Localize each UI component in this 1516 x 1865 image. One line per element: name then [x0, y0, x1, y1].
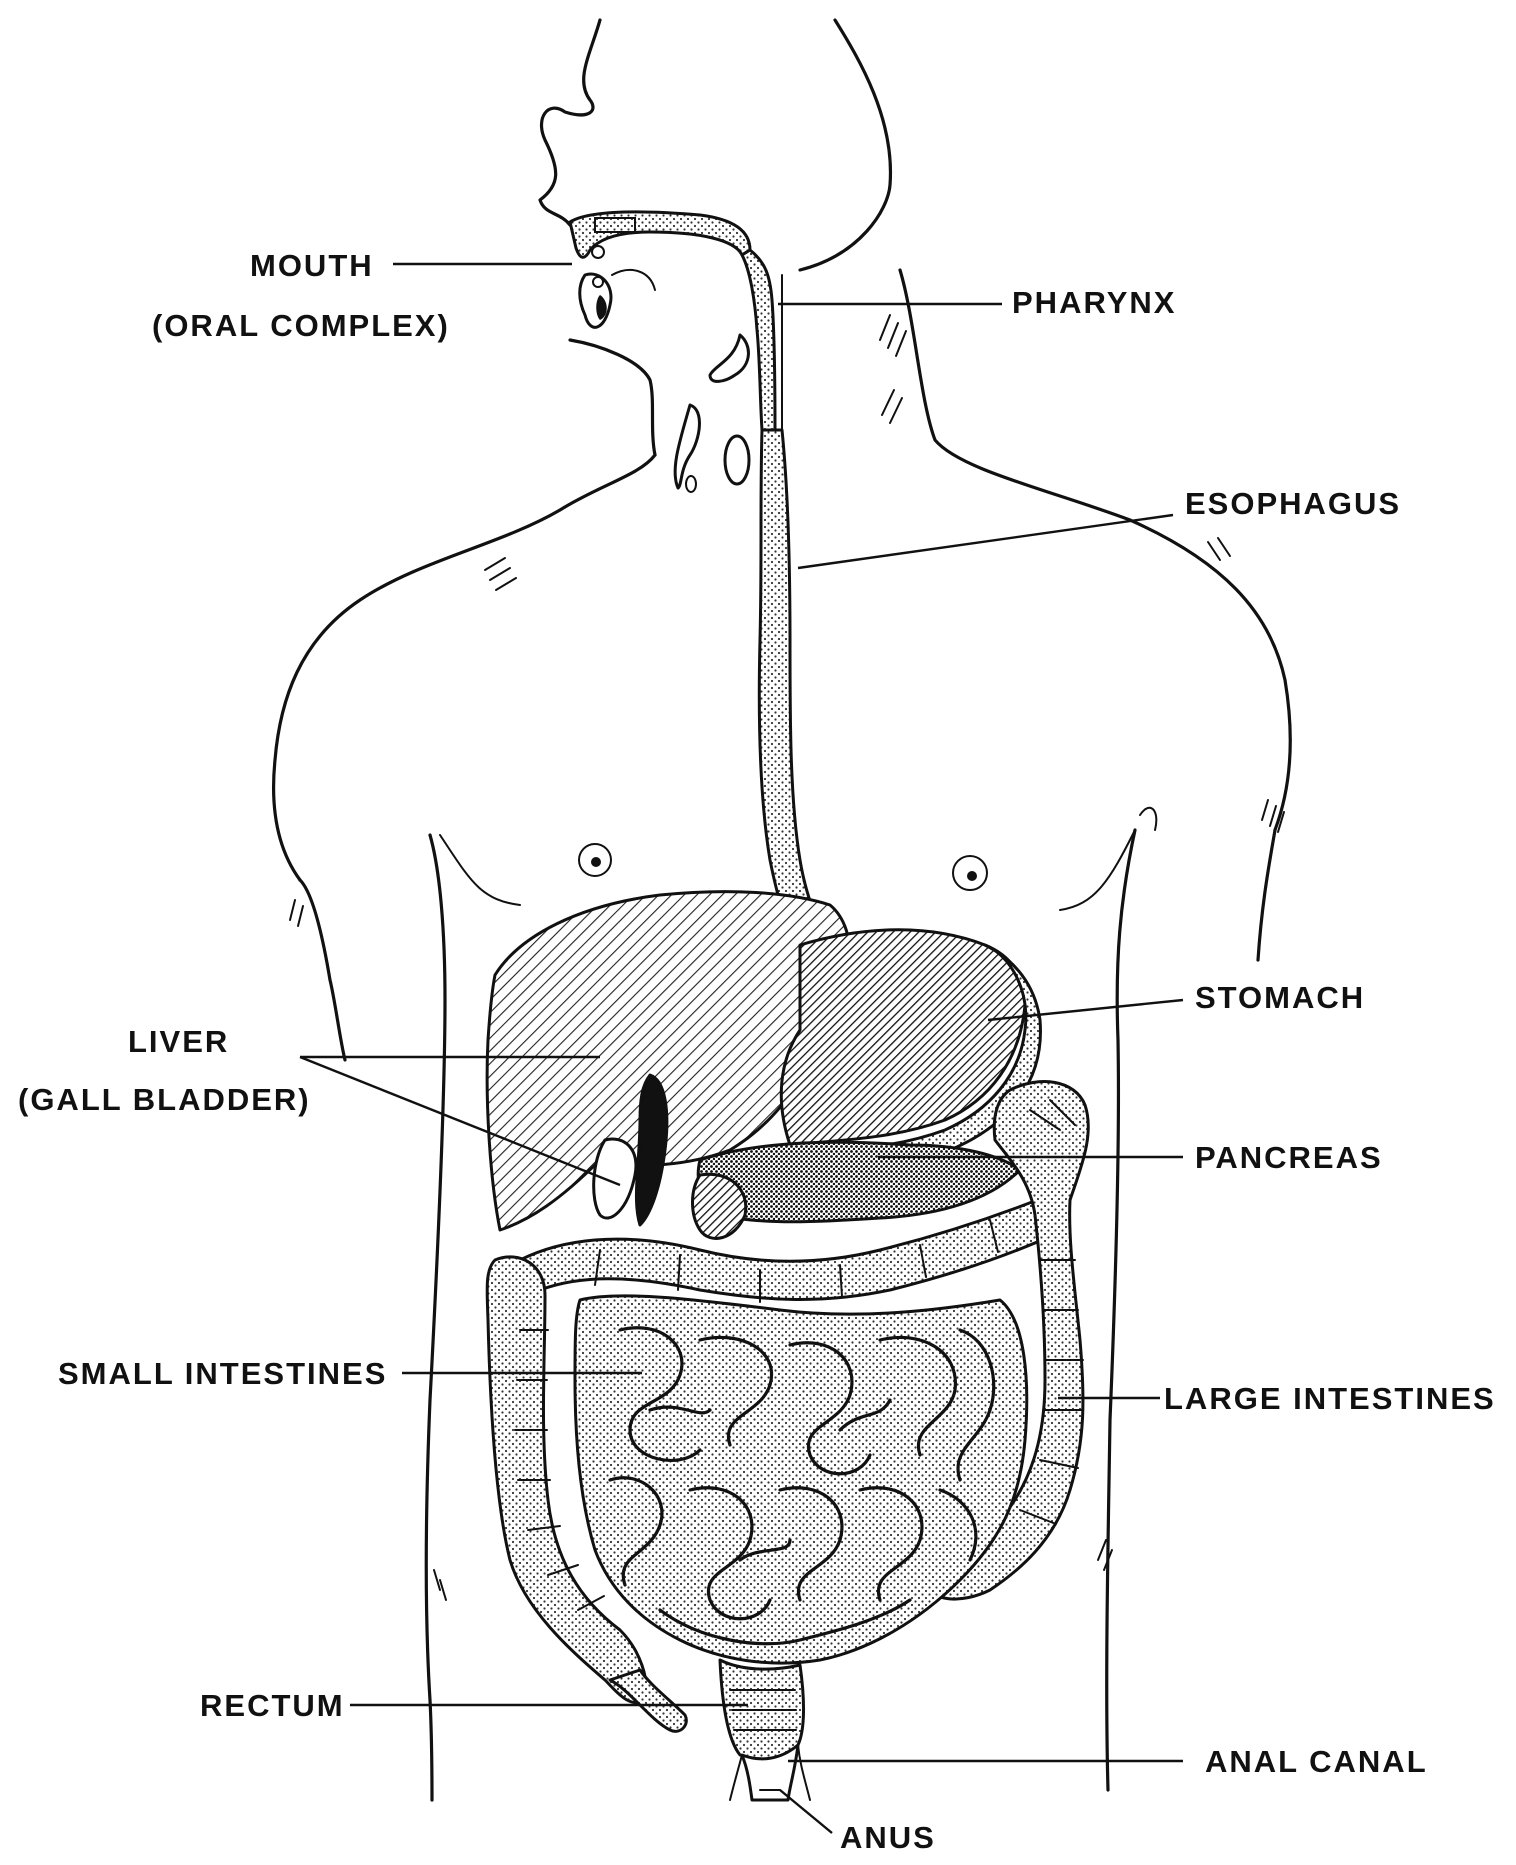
- left-arm-line: [298, 878, 347, 1062]
- mouth-label: MOUTH: [250, 248, 374, 283]
- mouth-sublabel: (ORAL COMPLEX): [152, 308, 450, 343]
- pharynx-label: PHARYNX: [1012, 285, 1176, 320]
- gall-bladder-organ: [592, 1073, 748, 1240]
- skin-shading: [289, 314, 1285, 1601]
- large-intestines-organ: [485, 1080, 1090, 1733]
- right-nipple: [952, 855, 988, 891]
- jaw-line: [568, 338, 657, 457]
- stomach-organ: [779, 928, 1042, 1177]
- left-shoulder: [271, 453, 657, 882]
- stomach-label: STOMACH: [1195, 980, 1365, 1015]
- rectum-label: RECTUM: [200, 1688, 345, 1723]
- small-intestines-organ: [573, 1294, 1029, 1665]
- esophagus-label: ESOPHAGUS: [1185, 486, 1401, 521]
- right-torso-side: [1105, 828, 1137, 1792]
- right-arm-line: [1256, 828, 1277, 962]
- liver-leader-2: [299, 1055, 621, 1187]
- anal-canal-label: ANAL CANAL: [1205, 1744, 1428, 1779]
- large-intestines-label: LARGE INTESTINES: [1164, 1381, 1496, 1416]
- left-torso-side: [424, 833, 447, 1802]
- leader-lines: [299, 262, 1184, 1834]
- liver-organ: [485, 890, 852, 1232]
- stomach-leader: [987, 998, 1184, 1022]
- liver-sublabel: (GALL BLADDER): [18, 1082, 311, 1117]
- rectum-organ: [718, 1658, 805, 1761]
- anal-canal-organ: [729, 1743, 811, 1802]
- left-nipple: [578, 843, 612, 877]
- liver-label: LIVER: [128, 1024, 229, 1059]
- intestine-coils: [608, 1326, 996, 1646]
- pancreas-label: PANCREAS: [1195, 1140, 1383, 1175]
- mouth-organ: [568, 210, 752, 329]
- esophagus-organ: [757, 428, 832, 947]
- head-profile: [538, 18, 602, 227]
- esophagus-leader: [797, 513, 1174, 570]
- labels: MOUTH (ORAL COMPLEX) PHARYNX ESOPHAGUS S…: [18, 248, 1496, 1855]
- back-of-head: [798, 18, 893, 272]
- anus-leader: [779, 1789, 833, 1834]
- right-shoulder: [898, 268, 1292, 832]
- anus-label: ANUS: [840, 1820, 936, 1855]
- small-intestines-label: SMALL INTESTINES: [58, 1356, 387, 1391]
- colon-segments: [514, 1099, 1084, 1611]
